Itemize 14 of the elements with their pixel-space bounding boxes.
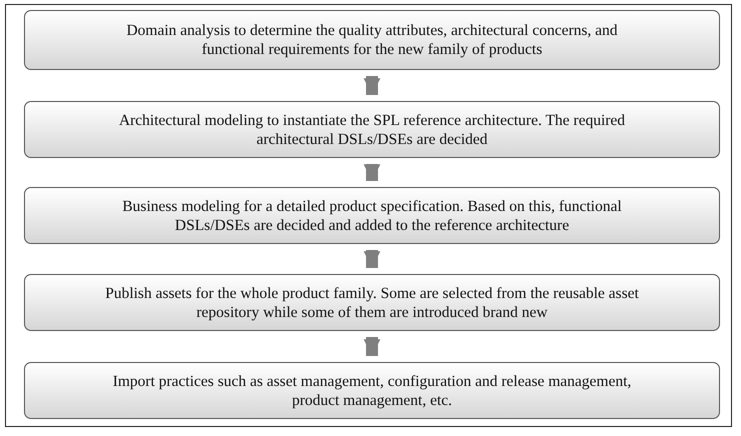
arrow (364, 164, 380, 181)
step-text: Domain analysis to determine the quality attributes, architectural concerns, and functional requirements for the new family of products (125, 21, 619, 59)
process-box (24, 362, 720, 419)
process-box (24, 10, 720, 70)
step-text: Architectural modeling to instantiate the SPL reference architecture. The required architectural DSLs/DSEs are decided (118, 110, 626, 148)
process-box (24, 274, 720, 331)
arrow (364, 76, 380, 95)
step-text: Business modeling for a detailed product specification. Based on this, functional DSLs/DSEs are decided and added to the reference architecture (121, 196, 623, 234)
arrow (364, 250, 380, 268)
step-text: Publish assets for the whole product family. Some are selected from the reusable asset repository while some of them are introduced brand new (104, 284, 640, 322)
step-text: Import practices such as asset management, configuration and release management, product management, etc. (112, 372, 632, 410)
process-box (24, 101, 720, 158)
process-box (24, 187, 720, 244)
arrow (364, 337, 380, 356)
